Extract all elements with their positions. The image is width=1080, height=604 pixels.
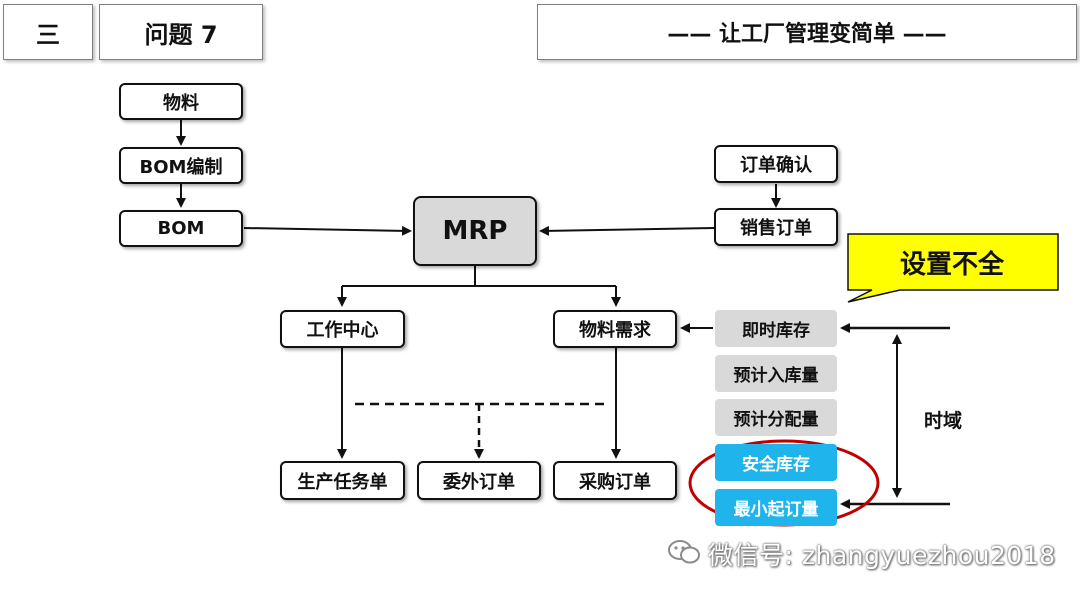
node-sales-order: 销售订单	[714, 208, 838, 246]
callout-text: 设置不全	[899, 250, 1004, 280]
node-bom: BOM	[119, 210, 243, 247]
callout-shape	[847, 233, 1059, 303]
node-material: 物料	[119, 83, 243, 120]
node-production-order: 生产任务单	[280, 461, 405, 500]
node-purchase-order: 采购订单	[553, 461, 677, 500]
arrow-sales-to-mrp	[539, 225, 715, 236]
param-expected-alloc: 预计分配量	[715, 399, 837, 436]
time-domain-label: 时域	[924, 410, 963, 432]
page-title: —— 让工厂管理变简单 ——	[537, 4, 1077, 60]
node-bom-edit: BOM编制	[119, 147, 243, 184]
watermark-text: 微信号: zhangyuezhou2018	[708, 541, 1056, 570]
param-instant-stock: 即时库存	[715, 310, 837, 347]
node-material-demand: 物料需求	[553, 310, 677, 348]
node-work-center: 工作中心	[280, 310, 405, 348]
node-mrp: MRP	[413, 196, 537, 266]
section-number: 三	[3, 4, 93, 60]
node-order-confirm: 订单确认	[714, 145, 838, 183]
wechat-icon	[667, 538, 701, 566]
param-expected-in: 预计入库量	[715, 355, 837, 392]
param-min-order: 最小起订量	[715, 489, 837, 526]
node-outsource-order: 委外订单	[417, 461, 541, 500]
question-label: 问题 7	[99, 4, 263, 60]
param-safety-stock: 安全库存	[715, 444, 837, 481]
arrow-bom-to-mrp	[243, 225, 412, 236]
